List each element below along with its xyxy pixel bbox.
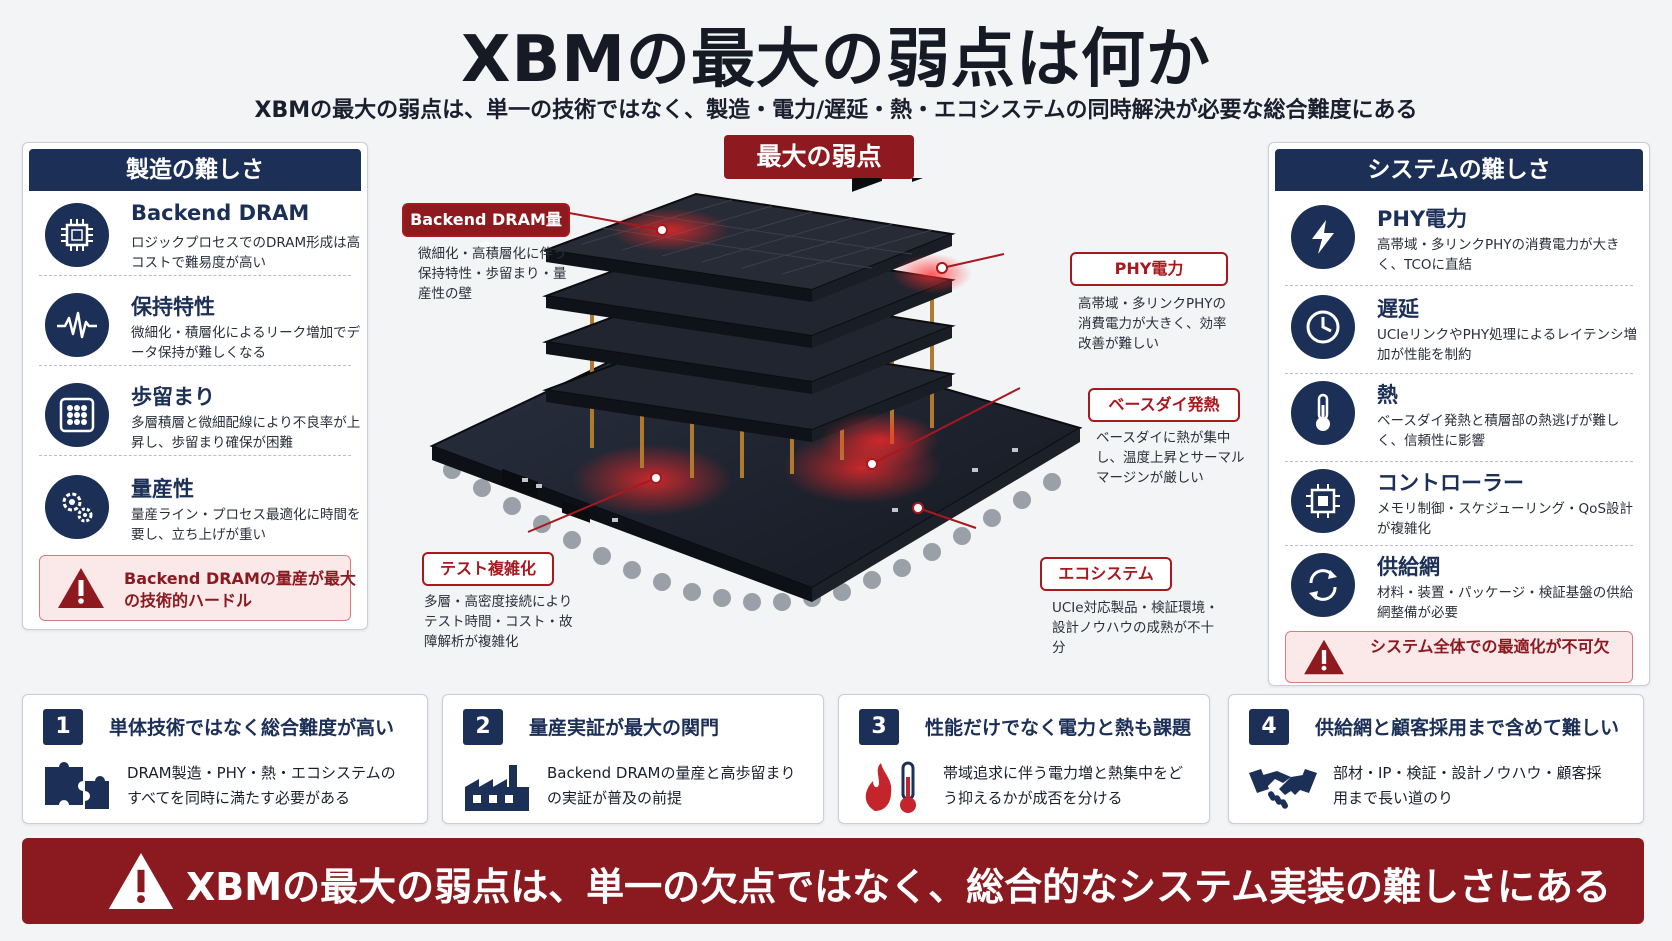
item-desc: 材料・装置・パッケージ・検証基盤の供給網整備が必要: [1377, 585, 1634, 621]
divider: [39, 365, 351, 366]
item-desc: 高帯域・多リンクPHYの消費電力が大きく、TCOに直結: [1377, 237, 1620, 273]
callout-base-die-heat: ベースダイ発熱: [1088, 388, 1240, 422]
item-latency: 遅延 UCIeリンクやPHY処理によるレイテンシ増加が性能を制約: [1285, 289, 1637, 381]
puzzle-icon: [45, 761, 109, 809]
item-title: 量産性: [131, 477, 194, 501]
callout-ecosystem-desc: UCIe対応製品・検証環境・設計ノウハウの成熟が不十分: [1052, 600, 1219, 656]
handshake-icon: [1249, 769, 1317, 809]
item-backend-dram: Backend DRAM ロジックプロセスでのDRAM形成は高コストで難易度が高…: [39, 197, 360, 289]
warning-icon: [58, 568, 104, 608]
chip-icon: [45, 203, 109, 267]
item-title: 熱: [1377, 383, 1398, 407]
card-title: 供給網と顧客採用まで含めて難しい: [1315, 717, 1620, 739]
callout-backend-dram: Backend DRAM量産: [402, 203, 570, 259]
conclusion-banner: XBMの最大の弱点は、単一の欠点ではなく、総合的なシステム実装の難しさにある: [22, 838, 1644, 924]
page-subtitle: XBMの最大の弱点は、単一の技術ではなく、製造・電力/遅延・熱・エコシステムの同…: [254, 98, 1418, 123]
item-desc: 多層積層と微細配線により不良率が上昇し、歩留まり確保が困難: [131, 415, 361, 451]
divider: [39, 455, 351, 456]
cycle-arrows-icon: [1291, 553, 1355, 617]
solder-balls: [443, 461, 1061, 611]
manufacturing-warning: Backend DRAMの量産が最大の技術的ハードル: [39, 555, 356, 621]
card-desc: 帯域追求に伴う電力増と熱集中をどう抑えるかが成否を分ける: [943, 764, 1184, 807]
divider: [39, 275, 351, 276]
conclusion-text: XBMの最大の弱点は、単一の欠点ではなく、総合的なシステム実装の難しさにある: [186, 865, 1611, 909]
card-desc: 部材・IP・検証・設計ノウハウ・顧客採用まで長い道のり: [1333, 764, 1602, 807]
card-number: 2: [463, 709, 503, 745]
system-warning: システム全体での最適化が不可欠: [1285, 631, 1633, 683]
card-desc: Backend DRAMの量産と高歩留まりの実証が普及の前提: [547, 764, 796, 807]
card-number: 4: [1249, 709, 1289, 745]
card-number: 3: [859, 709, 899, 745]
page-title: XBMの最大の弱点は何か: [461, 23, 1211, 97]
item-phy-power: PHY電力 高帯域・多リンクPHYの消費電力が大きく、TCOに直結: [1285, 199, 1633, 291]
card-title: 単体技術ではなく総合難度が高い: [109, 717, 395, 739]
card-3: 3 性能だけでなく電力と熱も課題 帯域追求に伴う電力増と熱集中をどう抑えるかが成…: [838, 694, 1210, 824]
callout-phy-power: PHY電力: [1070, 252, 1228, 286]
controller-chip-icon: [1291, 469, 1355, 533]
flame-thermometer-icon: [865, 761, 916, 813]
gears-icon: [45, 475, 109, 539]
divider: [1285, 545, 1633, 546]
warning-text: システム全体での最適化が不可欠: [1370, 637, 1610, 656]
item-mass-production: 量産性 量産ライン・プロセス最適化に時間を要し、立ち上げが重い: [39, 469, 361, 561]
card-number: 1: [43, 709, 83, 745]
lightning-icon: [1291, 205, 1355, 269]
factory-icon: [465, 765, 529, 811]
callout-phy-power-desc: 高帯域・多リンクPHYの消費電力が大きく、効率改善が難しい: [1078, 296, 1227, 352]
item-controller: コントローラー メモリ制御・スケジューリング・QoS設計が複雑化: [1285, 463, 1633, 555]
item-retention: 保持特性 微細化・積層化によるリーク増加でデータ保持が難しくなる: [39, 287, 360, 379]
dram-layers: [542, 192, 956, 442]
card-4: 4 供給網と顧客採用まで含めて難しい 部材・IP・検証・設計ノウハウ・顧客採用ま…: [1228, 694, 1644, 824]
item-heat: 熱 ベースダイ発熱と積層部の熱逃げが難しく、信頼性に影響: [1285, 375, 1633, 467]
item-desc: 微細化・積層化によるリーク増加でデータ保持が難しくなる: [131, 325, 361, 361]
warning-icon: [108, 853, 174, 909]
callout-test-complexity-desc: 多層・高密度接続によりテスト時間・コスト・故障解析が複雑化: [424, 594, 573, 650]
dot-grid-icon: [45, 383, 109, 447]
card-1: 1 単体技術ではなく総合難度が高い DRAM製造・PHY・熱・エコシステムのすべ…: [22, 694, 428, 824]
card-desc: DRAM製造・PHY・熱・エコシステムのすべてを同時に満たす必要がある: [127, 764, 396, 807]
callout-base-die-heat-desc: ベースダイに熱が集中し、温度上昇とサーマルマージンが厳しい: [1096, 430, 1245, 486]
clock-icon: [1291, 295, 1355, 359]
item-title: PHY電力: [1377, 207, 1468, 231]
item-desc: メモリ制御・スケジューリング・QoS設計が複雑化: [1377, 501, 1634, 537]
item-title: 供給網: [1377, 555, 1440, 579]
thermometer-icon: [1291, 381, 1355, 445]
callout-test-complexity: テスト複雑化: [422, 552, 554, 586]
biggest-weakness-tag: 最大の弱点: [724, 135, 914, 179]
item-supply-chain: 供給網 材料・装置・パッケージ・検証基盤の供給網整備が必要: [1285, 547, 1633, 639]
item-desc: UCIeリンクやPHY処理によるレイテンシ増加が性能を制約: [1377, 327, 1637, 363]
manufacturing-panel-header: 製造の難しさ: [29, 149, 361, 191]
system-panel-header: システムの難しさ: [1275, 149, 1643, 191]
item-title: 歩留まり: [131, 385, 215, 409]
divider: [1285, 461, 1633, 462]
system-panel: システムの難しさ PHY電力 高帯域・多リンクPHYの消費電力が大きく、TCOに…: [1268, 142, 1650, 686]
warning-text: Backend DRAMの量産が最大の技術的ハードル: [124, 569, 356, 610]
callout-backend-dram-desc: 微細化・高積層化に伴う保持特性・歩留まり・量産性の壁: [418, 246, 567, 302]
item-yield: 歩留まり 多層積層と微細配線により不良率が上昇し、歩留まり確保が困難: [39, 377, 360, 469]
item-title: コントローラー: [1377, 471, 1524, 495]
manufacturing-panel: 製造の難しさ Backend DRAM ロジックプロセスでのDRAM形成は高コス…: [22, 142, 368, 630]
item-desc: ロジックプロセスでのDRAM形成は高コストで難易度が高い: [131, 235, 361, 271]
item-desc: ベースダイ発熱と積層部の熱逃げが難しく、信頼性に影響: [1377, 413, 1620, 449]
item-title: 保持特性: [131, 295, 215, 319]
divider: [1285, 373, 1633, 374]
divider: [1285, 285, 1633, 286]
warning-icon: [1304, 639, 1344, 675]
item-title: 遅延: [1377, 297, 1419, 321]
item-title: Backend DRAM: [131, 201, 310, 225]
waveform-icon: [45, 293, 109, 357]
card-title: 量産実証が最大の関門: [529, 717, 720, 739]
card-title: 性能だけでなく電力と熱も課題: [925, 717, 1192, 739]
callout-ecosystem: エコシステム: [1040, 557, 1172, 591]
xbm-stack-illustration: [429, 178, 1083, 611]
item-desc: 量産ライン・プロセス最適化に時間を要し、立ち上げが重い: [131, 507, 361, 543]
card-2: 2 量産実証が最大の関門 Backend DRAMの量産と高歩留まりの実証が普及…: [442, 694, 824, 824]
